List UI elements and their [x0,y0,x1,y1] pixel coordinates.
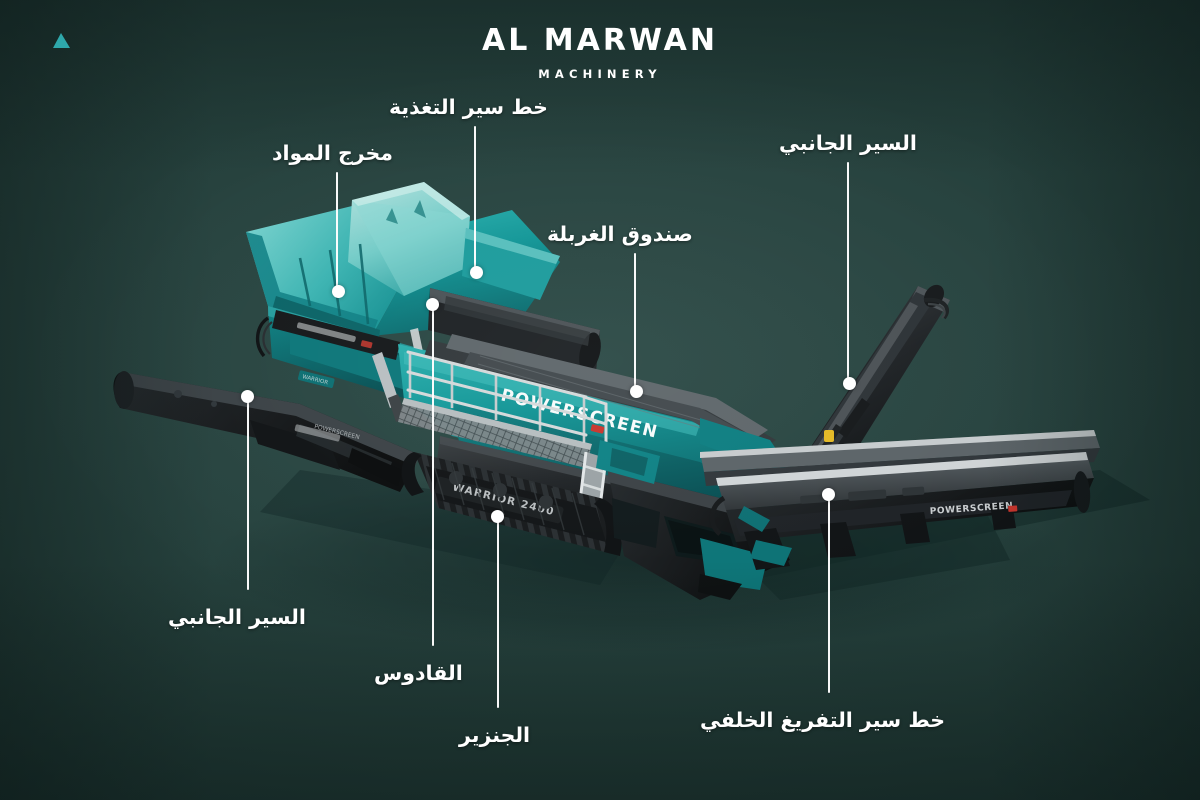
rear-chassis [608,470,790,600]
callout-marker-side-conveyor-top [842,376,856,390]
chassis-details [596,440,660,484]
callout-leader-line-side-conveyor-top [847,162,849,383]
callout-label-side-conveyor-top: السير الجانبي [779,131,917,155]
hopper-assembly: WARRIOR [246,182,560,422]
callout-leader-line-material-outlet [336,172,338,291]
callout-label-feed-conveyor: خط سير التغذية [389,95,548,119]
callout-marker-tracks [490,509,504,523]
crawler-tracks: WARRIOR 2400 [401,452,622,556]
callout-label-rear-discharge-conveyor: خط سير التفريغ الخلفي [700,708,946,732]
callout-leader-line-rear-discharge-conveyor [828,494,830,693]
callout-leader-line-side-conveyor-bottom [247,396,249,590]
callout-label-side-conveyor-bottom: السير الجانبي [168,605,306,629]
callout-label-hopper: القادوس [374,661,463,685]
left-side-conveyor: POWERSCREEN [113,371,420,492]
rear-discharge-conveyor: POWERSCREEN [700,430,1100,570]
callout-marker-material-outlet [331,284,345,298]
callout-marker-screen-box [629,384,643,398]
callout-marker-hopper [425,297,439,311]
callout-leader-line-tracks [497,516,499,708]
callout-label-tracks: الجنزير [459,723,531,747]
callout-leader-line-hopper [432,304,434,646]
brand-accent-icon [53,33,70,48]
right-side-conveyor [786,284,950,508]
brand-name: AL MARWAN [481,23,719,58]
callout-label-material-outlet: مخرج المواد [272,141,393,165]
callout-leader-line-screen-box [634,253,636,391]
brand-subtitle: MACHINERY [538,67,662,81]
callout-marker-rear-discharge-conveyor [821,487,835,501]
feed-conveyor [428,288,601,372]
callout-label-screen-box: صندوق الغربلة [547,222,693,246]
callout-marker-side-conveyor-bottom [240,389,254,403]
brand-logo: AL MARWAN MACHINERY [0,26,1200,81]
callout-leader-line-feed-conveyor [474,126,476,272]
callout-marker-feed-conveyor [469,265,483,279]
